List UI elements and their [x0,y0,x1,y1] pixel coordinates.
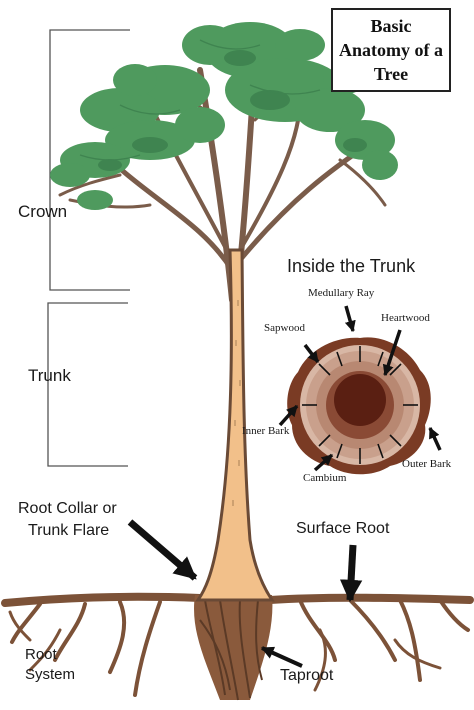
trunk-bracket [47,302,128,467]
heartwood-core [334,374,386,426]
arrow-sapwood [303,343,320,364]
label-crown: Crown [18,202,68,221]
arrow-taproot [260,646,303,668]
label-cambium: Cambium [303,472,347,484]
trunk-cross-section [287,337,431,475]
title-line-2: Anatomy of a [339,40,443,60]
trunk-texture [232,300,241,506]
label-root-system-line2: System [25,666,76,683]
crown-bracket [49,29,130,291]
pointer-arrows [127,305,442,668]
inside-trunk-heading: Inside the Trunk [287,256,416,276]
arrow-root-collar [127,519,198,581]
label-root-collar-line2: Trunk Flare [28,522,110,539]
arrow-cambium [313,453,334,472]
label-outer-bark: Outer Bark [402,458,452,470]
arrow-surface-root [339,544,363,603]
title-line-1: Basic [370,16,412,36]
label-medullary-ray: Medullary Ray [308,287,375,299]
root-mass-graphic [194,595,273,701]
arrow-outer-bark [428,426,442,451]
title-line-3: Tree [373,64,409,84]
label-root-collar-line1: Root Collar or [18,500,117,517]
label-inner-bark: Inner Bark [242,425,290,437]
label-root-system-line1: Root [25,646,57,663]
label-taproot: Taproot [280,667,334,684]
label-heartwood: Heartwood [381,312,430,324]
label-surface-root: Surface Root [296,520,390,537]
label-sapwood: Sapwood [264,322,305,334]
arrow-inner-bark [278,404,299,427]
arrow-heartwood [382,329,402,377]
medullary-rays [302,346,418,464]
label-trunk: Trunk [28,366,71,385]
arrow-medullary-ray [344,305,356,333]
title-box: Basic Anatomy of a Tree [331,8,451,92]
root-system-graphic [1,592,474,697]
